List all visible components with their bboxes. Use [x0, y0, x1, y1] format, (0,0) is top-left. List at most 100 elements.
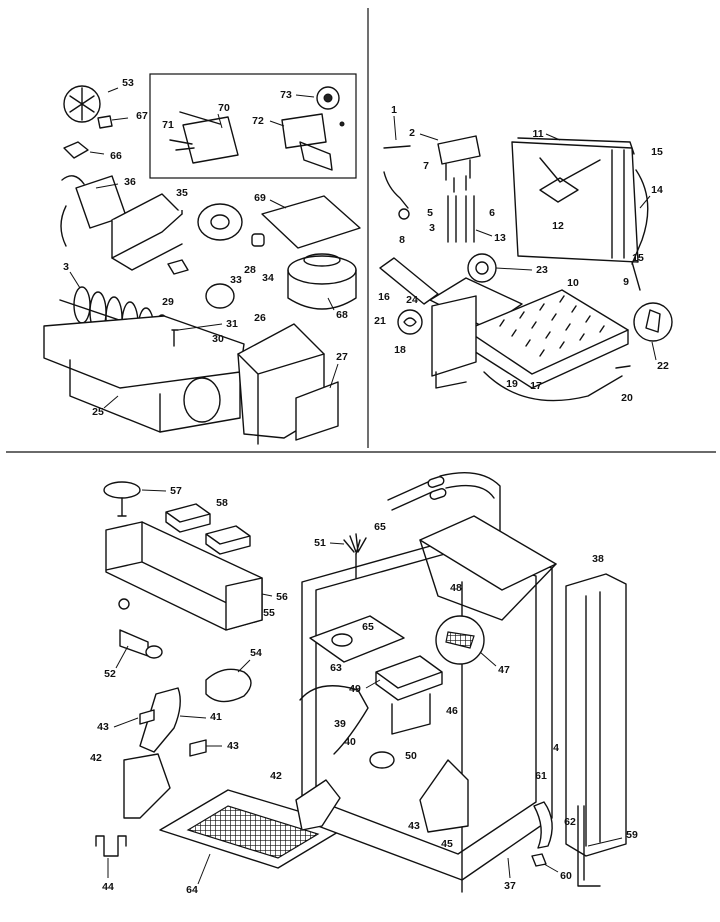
lamp-54: [205, 668, 252, 703]
part-label: 66: [110, 150, 122, 162]
part-label: 17: [530, 380, 542, 392]
section-dividers: [6, 8, 716, 453]
connector-66: [63, 141, 89, 159]
part-label: 53: [122, 77, 134, 89]
part-label: 59: [626, 829, 638, 841]
part-label: 52: [104, 668, 116, 680]
cover-72: [281, 113, 333, 171]
part-label: 57: [170, 485, 182, 497]
part-label: 9: [623, 276, 629, 288]
part-label: 3: [429, 222, 435, 234]
side-panel-38: [565, 573, 627, 857]
dispenser-housing: 51 65 38 48 65 47 63 49 46 39 40 50 42 4…: [270, 471, 638, 893]
grommet-23: [467, 253, 497, 283]
part-label: 70: [218, 102, 230, 114]
part-label: 60: [560, 870, 572, 882]
part-label: 15: [651, 146, 663, 158]
part-label: 50: [405, 750, 417, 762]
clip-67: [97, 115, 113, 129]
part-label: 56: [276, 591, 288, 603]
part-label: 38: [592, 553, 604, 565]
block-58: [165, 503, 211, 533]
clip-43: [139, 709, 155, 725]
spring-44: [95, 835, 127, 857]
part-label: 64: [186, 884, 198, 896]
part-label: 51: [314, 537, 326, 549]
part-label: 68: [336, 309, 348, 321]
part-label: 21: [374, 315, 386, 327]
part-label: 2: [409, 127, 415, 139]
rod-59: [577, 805, 601, 887]
part-label: 5: [427, 207, 433, 219]
part-label: 34: [262, 272, 274, 284]
part-label: 58: [216, 497, 228, 509]
part-label: 13: [494, 232, 506, 244]
part-label: 4: [553, 742, 559, 754]
inset-box: [149, 73, 357, 179]
part-label: 35: [176, 187, 188, 199]
part-label: 37: [504, 880, 516, 892]
part-label: 33: [230, 274, 242, 286]
elbow-61: [533, 801, 553, 849]
part-40: [369, 751, 395, 769]
cam-33: [197, 203, 243, 241]
clip-29: [167, 259, 189, 275]
part-label: 6: [489, 207, 495, 219]
flap-27: [295, 381, 339, 441]
mold-cover-10: [511, 141, 639, 263]
part-label: 24: [406, 294, 418, 306]
bracket-70: [182, 116, 239, 164]
part-label: 39: [334, 718, 346, 730]
part-label: 62: [564, 816, 576, 828]
tray-ejector-pins: [499, 295, 605, 357]
part-label: 7: [423, 160, 429, 172]
part-label: 40: [344, 736, 356, 748]
part-label: 69: [254, 192, 266, 204]
part-12: [539, 177, 579, 203]
part-label: 28: [244, 264, 256, 276]
part-label: 73: [280, 89, 292, 101]
part-label: 1: [391, 104, 397, 116]
part-label: 3: [63, 261, 69, 273]
part-label: 49: [349, 683, 361, 695]
valve-2: [437, 135, 481, 165]
switch-bracket-49: [375, 655, 443, 701]
part-label: 46: [446, 705, 458, 717]
part-label: 71: [162, 119, 174, 131]
part-label: 65: [362, 621, 374, 633]
part-60: [531, 853, 547, 867]
part-label: 23: [536, 264, 548, 276]
gear-28: [205, 283, 235, 309]
part-label: 26: [254, 312, 266, 324]
lever-41: [139, 687, 181, 753]
wire-harness-51: [343, 533, 367, 555]
part-label: 42: [90, 752, 102, 764]
bucket-lid-68: [287, 255, 357, 285]
part-label: 10: [567, 277, 579, 289]
part-label: 45: [441, 838, 453, 850]
part-label: 48: [450, 582, 462, 594]
ice-bin-25: [43, 315, 245, 389]
part-label: 18: [394, 344, 406, 356]
part-21: [397, 309, 423, 335]
part-label: 47: [498, 664, 510, 676]
part-label: 43: [408, 820, 420, 832]
pad-42-right: [295, 779, 341, 831]
channel-55: [225, 577, 263, 631]
bail-arm-19: [483, 371, 623, 402]
part-label: 67: [136, 110, 148, 122]
dispenser-parts: 57 58 56 55 52 54 41 43 43 42 44 64: [90, 481, 349, 896]
part-label: 54: [250, 647, 262, 659]
part-label: 25: [92, 406, 104, 418]
part-label: 15: [632, 252, 644, 264]
heater-16: [379, 257, 439, 305]
cradle-39: [299, 685, 369, 755]
auger-motor-assembly: 53 67 66 36 35 70 71 73 72 69 33 28 34 2…: [43, 73, 361, 445]
part-label: 14: [651, 184, 663, 196]
part-label: 30: [212, 333, 224, 345]
part-label: 27: [336, 351, 348, 363]
switch-57: [103, 481, 141, 499]
part-label: 12: [552, 220, 564, 232]
actuator-43: [419, 759, 469, 833]
